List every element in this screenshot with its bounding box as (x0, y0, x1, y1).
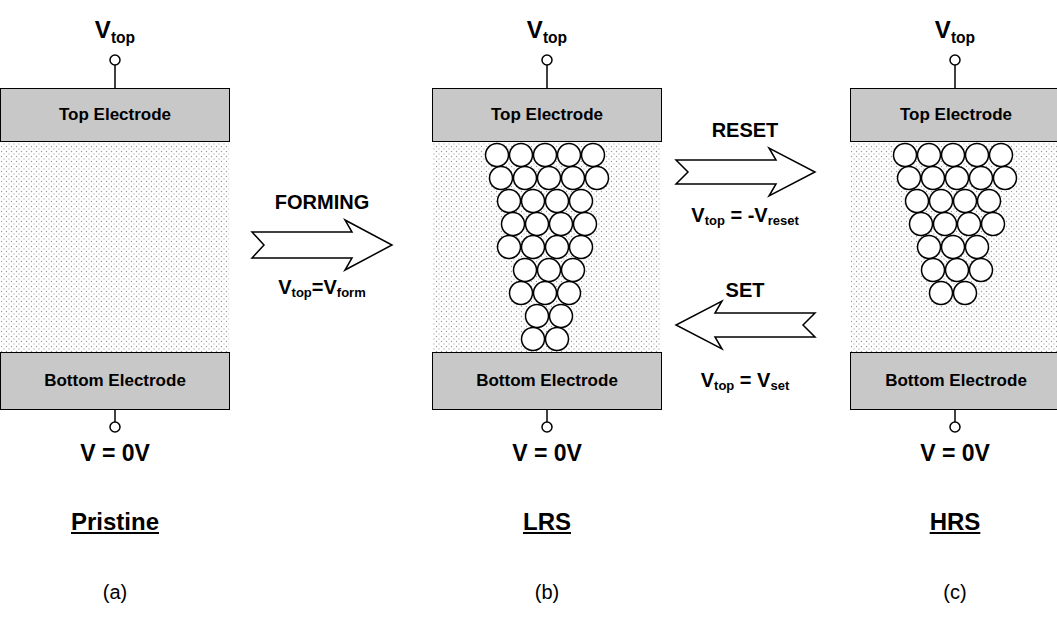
vacancy-circle (586, 167, 609, 190)
bottom-electrode: Bottom Electrode (0, 352, 230, 410)
vacancy-circle (910, 213, 933, 236)
vacancy-circle (522, 190, 545, 213)
operation-voltage: Vtop = -Vreset (691, 204, 798, 227)
bottom-electrode: Bottom Electrode (850, 352, 1057, 410)
oxide-layer (1, 142, 1057, 352)
vacancy-circle (570, 236, 593, 259)
operation-name: FORMING (275, 191, 369, 214)
vacancy-circle (906, 190, 929, 213)
vacancy-circle (550, 305, 573, 328)
top-electrode: Top Electrode (0, 88, 230, 142)
panel-letter: (a) (103, 581, 127, 604)
vacancy-circle (522, 328, 545, 351)
electrode-label: Bottom Electrode (476, 371, 618, 391)
vacancy-circle (534, 144, 557, 167)
vacancy-circle (538, 167, 561, 190)
vacancy-circle (558, 144, 581, 167)
vacancy-circle (550, 213, 573, 236)
state-name: Pristine (71, 508, 159, 536)
vacancy-circle (918, 236, 941, 259)
vacancy-circle (990, 144, 1013, 167)
vacancy-circle (898, 167, 921, 190)
vacancy-circle (570, 190, 593, 213)
vacancy-circle (958, 213, 981, 236)
vacancy-circle (918, 144, 941, 167)
electrode-label: Top Electrode (900, 105, 1012, 125)
vacancy-circle (562, 167, 585, 190)
terminal (110, 55, 960, 432)
vacancy-circle (490, 167, 513, 190)
vacancy-circle (522, 236, 545, 259)
terminal-label: Vtop (95, 16, 135, 44)
vacancy-circle (498, 236, 521, 259)
vacancy-circle (942, 144, 965, 167)
electrode-label: Top Electrode (491, 105, 603, 125)
vacancy-circle (486, 144, 509, 167)
vacancy-circle (502, 213, 525, 236)
vacancy-circle (954, 190, 977, 213)
operation-name: SET (726, 279, 765, 302)
vacancy-circle (582, 144, 605, 167)
vacancy-circle (946, 259, 969, 282)
operation-voltage: Vtop=Vform (278, 276, 365, 299)
operation-voltage: Vtop = Vset (701, 369, 790, 392)
vacancy-circle (538, 259, 561, 282)
operation-name: RESET (712, 119, 779, 142)
vacancy-circle (994, 167, 1017, 190)
panel-letter: (c) (943, 581, 966, 604)
vacancy-circle (514, 259, 537, 282)
electrode-label: Top Electrode (59, 105, 171, 125)
vacancy-circle (510, 282, 533, 305)
vacancy-circle (982, 213, 1005, 236)
panel-letter: (b) (535, 581, 559, 604)
transition-arrow (252, 148, 815, 349)
electrode-label: Bottom Electrode (44, 371, 186, 391)
electrode-label: Bottom Electrode (885, 371, 1027, 391)
vacancy-circle (558, 282, 581, 305)
vacancy-circle (966, 236, 989, 259)
vacancy-circle (498, 190, 521, 213)
terminal-label: Vtop (935, 16, 975, 44)
top-electrode: Top Electrode (432, 88, 662, 142)
vacancy-circle (546, 190, 569, 213)
vacancy-circle (922, 259, 945, 282)
state-name: HRS (930, 508, 981, 536)
ground-label: V = 0V (80, 440, 150, 467)
vacancy-circle (942, 236, 965, 259)
vacancy-circle (526, 305, 549, 328)
top-electrode: Top Electrode (850, 88, 1057, 142)
vacancy-circle (922, 167, 945, 190)
vacancy-circle (978, 190, 1001, 213)
state-name: LRS (523, 508, 571, 536)
vacancy-circle (574, 213, 597, 236)
vacancy-circle (970, 259, 993, 282)
filament (486, 144, 1017, 351)
vacancy-circle (514, 167, 537, 190)
vacancy-circle (946, 167, 969, 190)
vacancy-circle (966, 144, 989, 167)
vacancy-circle (934, 213, 957, 236)
bottom-electrode: Bottom Electrode (432, 352, 662, 410)
vacancy-circle (546, 236, 569, 259)
terminal-label: Vtop (527, 16, 567, 44)
vacancy-circle (954, 282, 977, 305)
vacancy-circle (930, 282, 953, 305)
vacancy-circle (930, 190, 953, 213)
ground-label: V = 0V (920, 440, 990, 467)
vacancy-circle (562, 259, 585, 282)
vacancy-circle (894, 144, 917, 167)
vacancy-circle (970, 167, 993, 190)
ground-label: V = 0V (512, 440, 582, 467)
vacancy-circle (534, 282, 557, 305)
vacancy-circle (526, 213, 549, 236)
vacancy-circle (510, 144, 533, 167)
vacancy-circle (546, 328, 569, 351)
